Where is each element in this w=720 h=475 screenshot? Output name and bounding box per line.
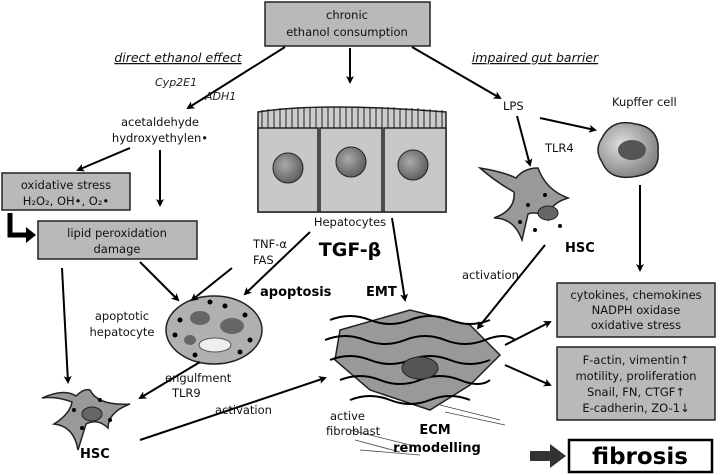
hsc-right-illustration	[477, 166, 571, 243]
adh1-label: ADH1	[204, 90, 236, 103]
arrow	[539, 117, 597, 133]
lps-label: LPS	[503, 99, 524, 113]
heading-impaired-gut-barrier: impaired gut barrier	[472, 50, 599, 65]
arrow	[504, 321, 552, 346]
box-text: lipid peroxidation	[67, 226, 167, 240]
activation-left-label: activation	[215, 403, 272, 417]
arrow-head	[550, 444, 566, 468]
acetaldehyde-label: acetaldehyde	[121, 115, 199, 129]
hydroxyethylen-label: hydroxyethylen•	[112, 131, 208, 145]
heading-direct-ethanol-effect: direct ethanol effect	[114, 50, 242, 65]
tlr9-label: TLR9	[171, 386, 201, 400]
hsc-right-label: HSC	[565, 241, 595, 256]
activation-right-label: activation	[462, 268, 519, 282]
active-label: active	[330, 409, 365, 423]
arrow	[243, 231, 311, 296]
box-text: E-cadherin, ZO-1↓	[582, 401, 689, 415]
cyp2e1-label: Cyp2E1	[155, 76, 197, 89]
box-text: chronic	[326, 8, 368, 22]
tlr4-label: TLR4	[544, 141, 574, 155]
box-text: motility, proliferation	[575, 369, 696, 383]
hepatocytes-illustration	[257, 106, 447, 213]
tnf-alpha-label: TNF-α	[252, 237, 287, 251]
hepatocyte-label: hepatocyte	[90, 325, 155, 339]
hsc-left-label: HSC	[80, 447, 110, 462]
arrow	[504, 364, 552, 387]
arrow	[186, 46, 286, 110]
remodelling-label: remodelling	[393, 441, 481, 456]
box-text: F-actin, vimentin↑	[583, 353, 690, 367]
kupffer-cell-illustration	[597, 121, 659, 179]
arrow	[76, 147, 131, 172]
arrow	[139, 376, 327, 441]
fibrosis-arrow	[530, 451, 552, 461]
cytokines-box: cytokines, chemokines NADPH oxidase oxid…	[556, 282, 716, 338]
kupffer-cell-label: Kupffer cell	[612, 95, 677, 109]
box-text: H₂O₂, OH•, O₂•	[23, 194, 109, 208]
apoptotic-label: apoptotic	[95, 309, 149, 323]
curved-arrow	[7, 213, 28, 238]
chronic-ethanol-box: chronic ethanol consumption	[264, 1, 431, 47]
box-text: oxidative stress	[21, 178, 111, 192]
arrow	[61, 267, 72, 384]
arrow	[476, 244, 546, 330]
box-text: Snail, FN, CTGF↑	[587, 385, 685, 399]
box-text: ethanol consumption	[286, 25, 408, 39]
box-text: NADPH oxidase	[592, 303, 681, 317]
arrow	[138, 361, 201, 400]
emt-markers-box: F-actin, vimentin↑ motility, proliferati…	[556, 346, 716, 421]
arrow	[516, 115, 533, 167]
oxidative-stress-box: oxidative stress H₂O₂, OH•, O₂•	[1, 172, 131, 211]
ecm-label: ECM	[419, 423, 450, 438]
fibrosis-label: fibrosis	[592, 444, 688, 470]
arrow	[391, 217, 409, 302]
arrow-head	[26, 227, 36, 243]
box-text: cytokines, chemokines	[570, 288, 701, 302]
emt-label: EMT	[366, 285, 397, 300]
apoptotic-hepatocyte-illustration	[165, 295, 263, 365]
box-text: oxidative stress	[591, 318, 681, 332]
arrow	[411, 46, 502, 100]
active-fibroblast-illustration	[324, 309, 516, 456]
box-text: damage	[94, 242, 141, 256]
fas-label: FAS	[253, 253, 274, 267]
hsc-left-illustration	[41, 388, 131, 451]
arrow	[190, 267, 233, 302]
arrow	[139, 261, 180, 302]
hepatocytes-label: Hepatocytes	[314, 215, 386, 229]
tgf-beta-label: TGF-β	[319, 239, 381, 261]
lipid-peroxidation-box: lipid peroxidation damage	[37, 220, 198, 260]
engulfment-label: engulfment	[165, 371, 232, 385]
apoptosis-label: apoptosis	[260, 285, 332, 300]
fibroblast-label: fibroblast	[326, 424, 381, 438]
fibrosis-box: fibrosis	[567, 438, 714, 474]
